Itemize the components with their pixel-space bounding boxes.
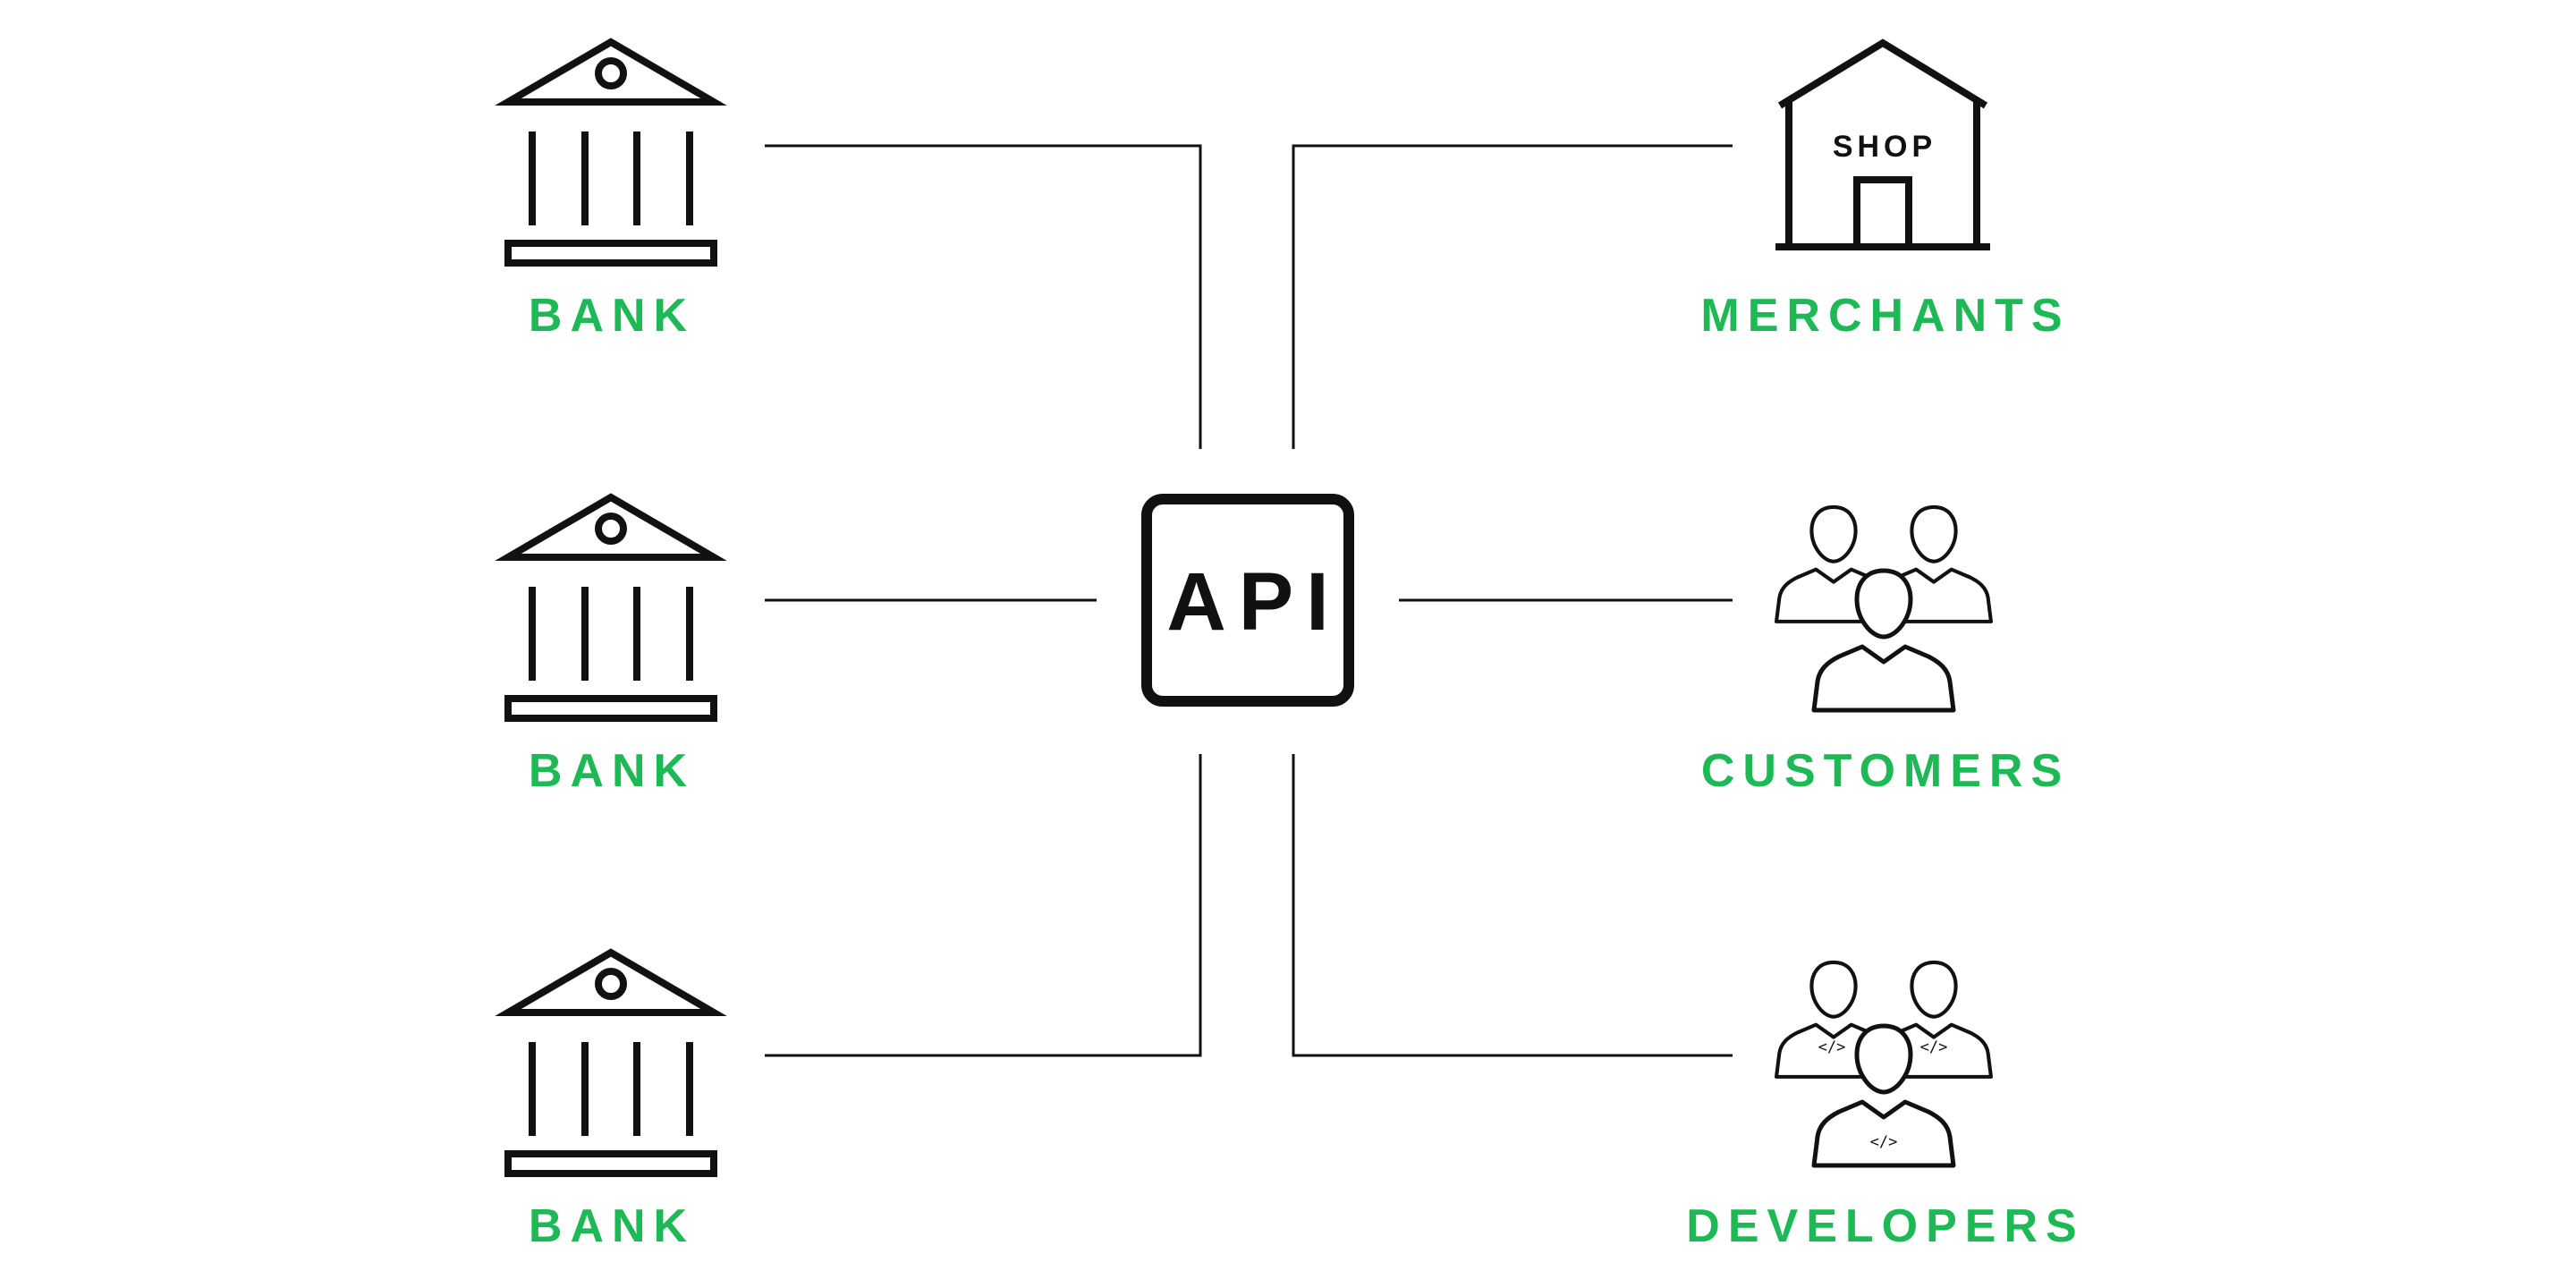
bank-label-2: BANK xyxy=(529,745,695,797)
merchants-label: MERCHANTS xyxy=(1700,290,2070,342)
bank-icon xyxy=(508,953,714,1174)
shop-icon xyxy=(1775,38,1990,250)
customers-label: CUSTOMERS xyxy=(1701,745,2070,797)
bank-label-3: BANK xyxy=(529,1200,695,1252)
bank-node-1: BANK xyxy=(508,42,714,342)
bank-label-1: BANK xyxy=(529,290,695,342)
merchants-node: SHOP MERCHANTS xyxy=(1700,38,2070,342)
connector-bank-top xyxy=(765,144,1202,449)
api-node: API xyxy=(1141,494,1354,707)
connectors xyxy=(765,144,1733,1057)
bank-icon xyxy=(508,497,714,718)
shop-sign-text: SHOP xyxy=(1833,130,1936,164)
code-tag-left: </> xyxy=(1818,1038,1846,1056)
bank-node-2: BANK xyxy=(508,497,714,797)
api-label: API xyxy=(1166,556,1341,648)
connector-bank-bottom xyxy=(765,754,1202,1057)
code-tag-right: </> xyxy=(1920,1038,1948,1056)
developers-node: </> </> </> DEVELOPERS xyxy=(1686,962,2084,1252)
bank-icon xyxy=(508,42,714,263)
developers-label: DEVELOPERS xyxy=(1686,1200,2084,1252)
code-tag-center: </> xyxy=(1870,1133,1898,1151)
bank-node-3: BANK xyxy=(508,953,714,1252)
connector-merchants xyxy=(1292,144,1733,449)
connector-developers xyxy=(1292,754,1733,1057)
api-box xyxy=(1141,494,1354,707)
people-icon xyxy=(1776,507,1991,710)
customers-node: CUSTOMERS xyxy=(1701,507,2070,797)
